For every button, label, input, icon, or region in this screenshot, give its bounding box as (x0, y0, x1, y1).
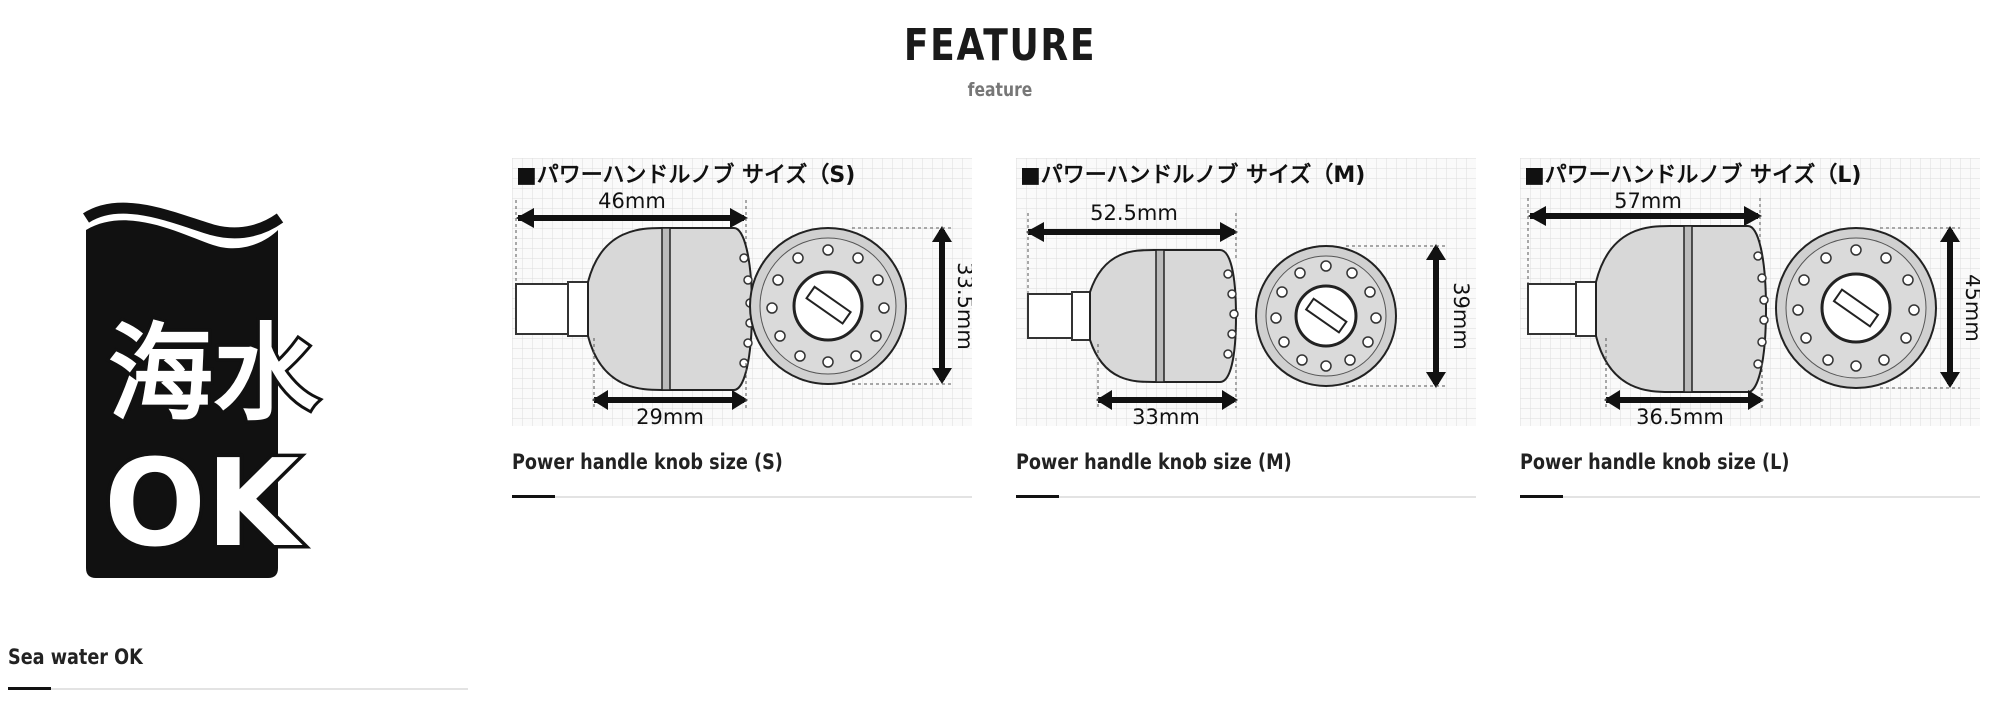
dim-length: 57mm (1614, 189, 1682, 213)
badge-ok: OK (104, 435, 303, 574)
knob-diagram-m: ■パワーハンドルノブ サイズ（M) 52.5mm 33mm (1016, 158, 1476, 426)
section-subtitle: feature (967, 79, 1033, 101)
dim-height: 33.5mm (953, 262, 972, 350)
dim-body: 29mm (636, 405, 704, 426)
feature-caption: Sea water OK (8, 645, 143, 669)
feature-caption: Power handle knob size (S) (512, 450, 783, 474)
underline-accent (8, 687, 51, 690)
feature-caption: Power handle knob size (M) (1016, 450, 1292, 474)
caption-underline (8, 687, 468, 690)
feature-card-knob-m: ■パワーハンドルノブ サイズ（M) 52.5mm 33mm (1016, 158, 1476, 503)
sea-water-ok-badge: 海水 OK (83, 202, 322, 578)
badge-kanji: 海水 (108, 313, 319, 435)
feature-card-knob-l: ■パワーハンドルノブ サイズ（L) 57mm 36.5mm (1520, 158, 1980, 503)
dim-length: 52.5mm (1090, 201, 1178, 225)
underline-accent (512, 495, 555, 498)
diagram-heading: ■パワーハンドルノブ サイズ（L) (1524, 162, 1861, 188)
feature-card-sea-water: 海水 OK Sea water OK (8, 200, 468, 700)
dim-body: 36.5mm (1636, 405, 1724, 426)
diagram-heading: ■パワーハンドルノブ サイズ（M) (1020, 162, 1365, 188)
dim-length: 46mm (598, 189, 666, 213)
section-title: FEATURE (903, 20, 1097, 71)
caption-underline (1016, 495, 1476, 498)
feature-card-knob-s: ■パワーハンドルノブ サイズ（S) 46mm 29mm (512, 158, 972, 503)
knob-diagram-s: ■パワーハンドルノブ サイズ（S) 46mm 29mm (512, 158, 972, 426)
caption-underline (512, 495, 972, 498)
dim-body: 33mm (1132, 405, 1200, 426)
caption-underline (1520, 495, 1980, 498)
feature-caption: Power handle knob size (L) (1520, 450, 1790, 474)
underline-accent (1520, 495, 1563, 498)
underline-accent (1016, 495, 1059, 498)
diagram-heading: ■パワーハンドルノブ サイズ（S) (516, 162, 855, 188)
knob-diagram-l: ■パワーハンドルノブ サイズ（L) 57mm 36.5mm (1520, 158, 1980, 426)
dim-height: 45mm (1961, 274, 1980, 342)
section-header: FEATURE feature (0, 18, 2000, 102)
dim-height: 39mm (1449, 282, 1473, 350)
